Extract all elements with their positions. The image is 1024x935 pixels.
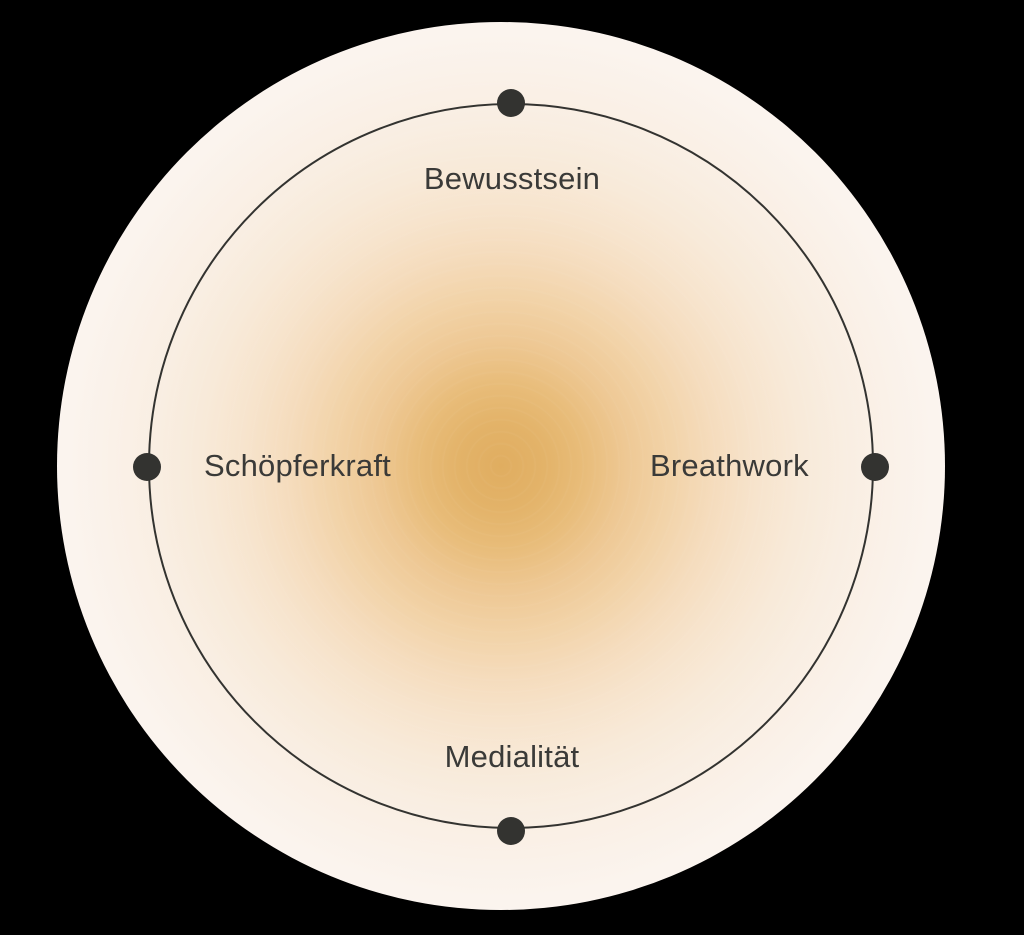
- node-dot-breathwork[interactable]: [861, 453, 889, 481]
- node-label-breathwork: Breathwork: [650, 448, 809, 483]
- node-dot-bewusstsein[interactable]: [497, 89, 525, 117]
- node-dot-schoepferkraft[interactable]: [133, 453, 161, 481]
- node-dot-medialitaet[interactable]: [497, 817, 525, 845]
- node-label-bewusstsein: Bewusstsein: [423, 161, 601, 196]
- node-label-medialitaet: Medialität: [444, 739, 580, 774]
- node-label-schoepferkraft: Schöpferkraft: [204, 448, 391, 483]
